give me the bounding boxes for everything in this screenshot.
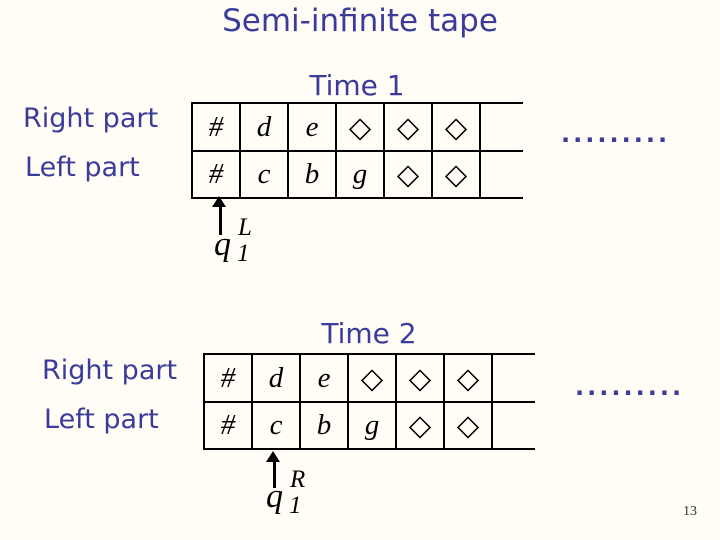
time1-right-part-label: Right part [23,103,159,134]
tape-cell-open [493,403,535,448]
tape-cell: c [253,403,301,448]
state-symbol: q [266,478,283,515]
time1-head-arrow-line [219,207,222,235]
tape-cell: e [289,104,337,150]
tape-cell: g [337,152,385,197]
time2-tape-table: # d e ◇ ◇ ◇ # c b g ◇ ◇ [203,353,535,450]
time1-continuation-dots: ......... [561,120,671,148]
tape-cell: b [289,152,337,197]
time2-right-part-label: Right part [42,355,178,386]
tape-cell: c [241,152,289,197]
time1-label: Time 1 [309,69,405,102]
time1-left-part-row: # c b g ◇ ◇ [191,152,523,199]
tape-cell-open [481,104,523,150]
tape-cell: g [349,403,397,448]
tape-cell: ◇ [337,104,385,150]
tape-cell: ◇ [433,104,481,150]
tape-cell: ◇ [397,403,445,448]
time1-right-part-row: # d e ◇ ◇ ◇ [191,102,523,152]
tape-cell: d [241,104,289,150]
time2-left-part-label: Left part [44,404,159,435]
time2-head-arrow-line [273,462,276,488]
tape-cell: ◇ [349,355,397,401]
tape-cell: # [203,403,253,448]
time2-continuation-dots: ......... [575,373,685,401]
tape-cell: ◇ [445,355,493,401]
tape-cell: ◇ [385,104,433,150]
slide-title: Semi-infinite tape [222,3,498,39]
state-subscript: 1 [289,492,302,519]
page-number: 13 [683,504,697,519]
tape-cell-open [493,355,535,401]
tape-cell-open [481,152,523,197]
state-symbol: q [214,226,231,263]
time2-state-label: q R 1 [266,466,326,528]
tape-cell: ◇ [385,152,433,197]
state-superscript: R [290,466,306,493]
tape-cell: d [253,355,301,401]
time1-head-arrow-icon [212,196,226,207]
time2-label: Time 2 [321,317,417,350]
tape-cell: e [301,355,349,401]
time1-tape-table: # d e ◇ ◇ ◇ # c b g ◇ ◇ [191,102,523,199]
time1-state-label: q L 1 [214,214,274,276]
state-subscript: 1 [237,240,250,267]
tape-cell: # [191,104,241,150]
time2-right-part-row: # d e ◇ ◇ ◇ [203,353,535,403]
tape-cell: # [191,152,241,197]
tape-cell: # [203,355,253,401]
tape-cell: b [301,403,349,448]
state-superscript: L [238,214,252,241]
time2-left-part-row: # c b g ◇ ◇ [203,403,535,450]
tape-cell: ◇ [433,152,481,197]
tape-cell: ◇ [397,355,445,401]
tape-cell: ◇ [445,403,493,448]
time2-head-arrow-icon [266,451,280,462]
time1-left-part-label: Left part [25,152,140,183]
